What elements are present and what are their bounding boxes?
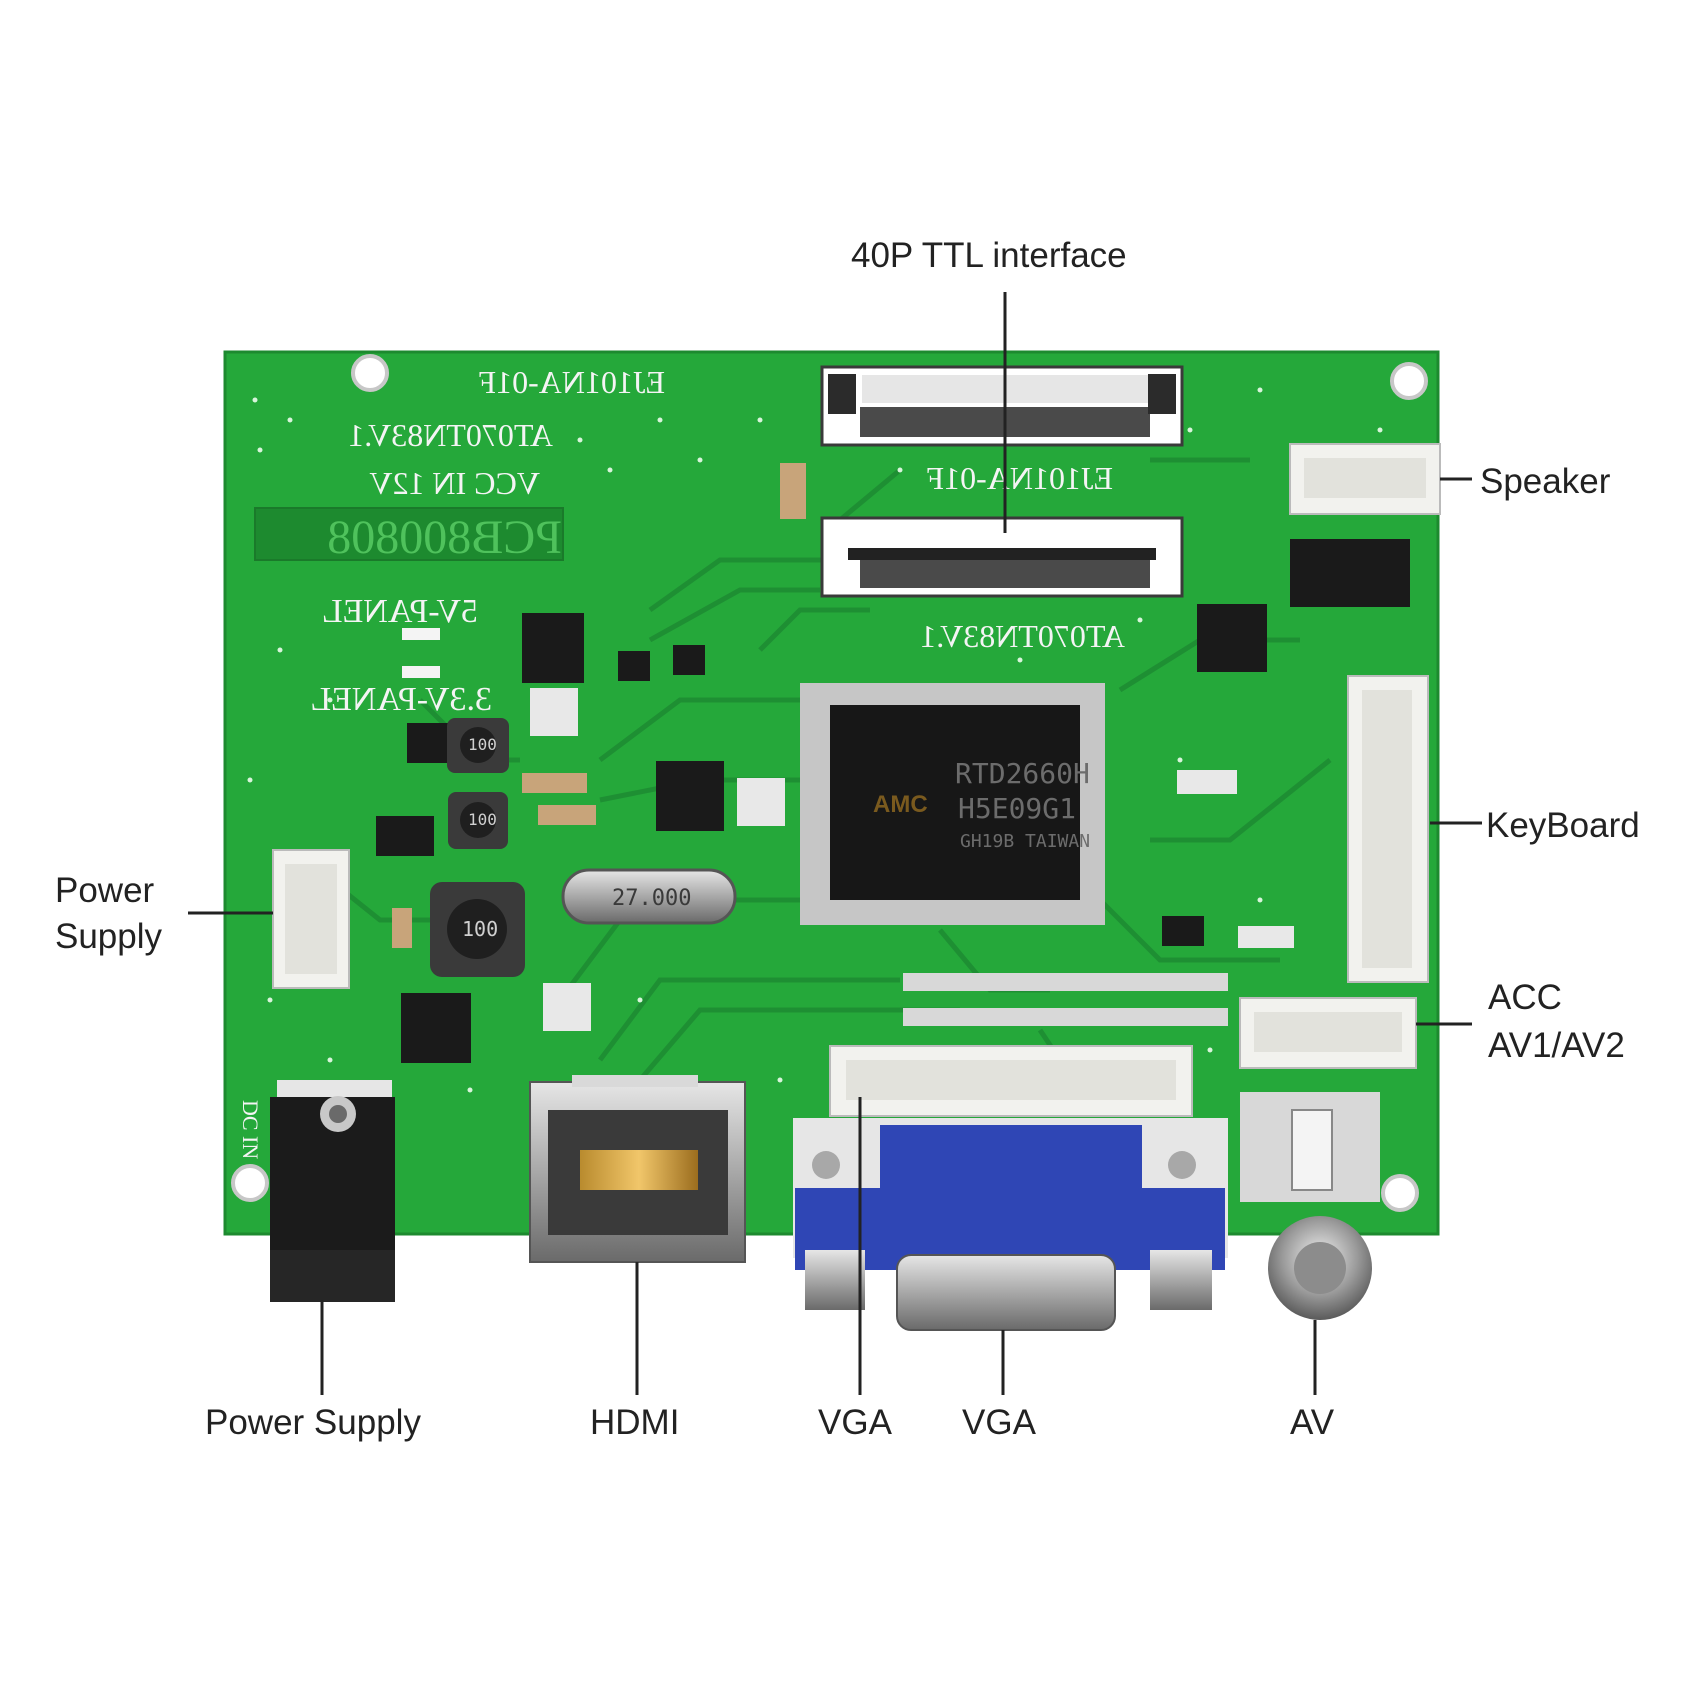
silk-pcb-id-box xyxy=(254,507,564,561)
chip-logo: AMC xyxy=(873,791,928,818)
hdmi-connector xyxy=(529,1075,746,1263)
av1-av2-label: AV1/AV2 xyxy=(1488,1026,1625,1065)
dc-jack xyxy=(270,1080,395,1302)
silk-33v-panel: 3.3V-PANEL xyxy=(310,681,492,718)
chip-line3: GH19B TAIWAN xyxy=(960,831,1090,852)
hdmi-label: HDMI xyxy=(590,1403,680,1442)
speaker-connector xyxy=(1289,443,1441,515)
vga-header-connector xyxy=(829,1045,1193,1117)
crystal: 27.000 xyxy=(561,868,737,925)
silk-ej-mid: EJ101NA-01F xyxy=(926,460,1113,496)
silk-at-mid: AT070TN83V.1 xyxy=(920,618,1125,654)
av-label: AV xyxy=(1290,1403,1335,1442)
ttl-interface-label: 40P TTL interface xyxy=(851,236,1127,275)
silk-33v-pad xyxy=(402,666,440,678)
power-supply-bottom-label: Power Supply xyxy=(205,1403,421,1442)
chip-line2: H5E09G1 xyxy=(958,792,1076,825)
keyboard-label: KeyBoard xyxy=(1486,806,1640,845)
silk-5v-panel: 5V-PANEL xyxy=(322,593,478,630)
av-rca-connector xyxy=(1240,1092,1380,1320)
crystal-label: 27.000 xyxy=(612,886,691,911)
inductor-2-label: 100 xyxy=(468,810,497,829)
inductor-1-label: 100 xyxy=(468,735,497,754)
silkscreen-block-top-left: EJ101NA-01F AT070TN83V.1 VCC IN 12V PCB8… xyxy=(254,364,665,718)
vga-right-label: VGA xyxy=(962,1403,1036,1442)
vga-connector xyxy=(793,1118,1228,1331)
power-jst-connector xyxy=(272,849,350,989)
keyboard-connector xyxy=(1347,675,1429,983)
main-chip: AMC RTD2660H H5E09G1 GH19B TAIWAN xyxy=(800,683,1105,925)
silk-vcc: VCC IN 12V xyxy=(369,465,540,501)
vga-left-label: VGA xyxy=(818,1403,892,1442)
inductor-3-label: 100 xyxy=(462,917,498,941)
acc-connector xyxy=(1239,997,1417,1069)
silk-5v-pad xyxy=(402,628,440,640)
inductors: 100 100 100 xyxy=(430,718,525,977)
silk-at-top: AT070TN83V.1 xyxy=(348,417,553,453)
small-components xyxy=(376,463,1410,1063)
speaker-label: Speaker xyxy=(1480,462,1611,501)
ttl-connector-mid xyxy=(820,516,1184,598)
ttl-connector-top xyxy=(820,365,1184,447)
power-supply-left-label-line2: Supply xyxy=(55,917,163,956)
power-supply-left-label-line1: Power xyxy=(55,871,155,910)
mounting-holes xyxy=(231,354,1428,1212)
silk-ej-top: EJ101NA-01F xyxy=(478,364,665,400)
leader-lines xyxy=(188,292,1482,1395)
chip-line1: RTD2660H xyxy=(955,757,1090,790)
silk-dc-in: DC IN xyxy=(238,1100,263,1159)
silk-pcb-id: PCB800808 xyxy=(327,511,562,564)
acc-label: ACC xyxy=(1488,978,1562,1017)
